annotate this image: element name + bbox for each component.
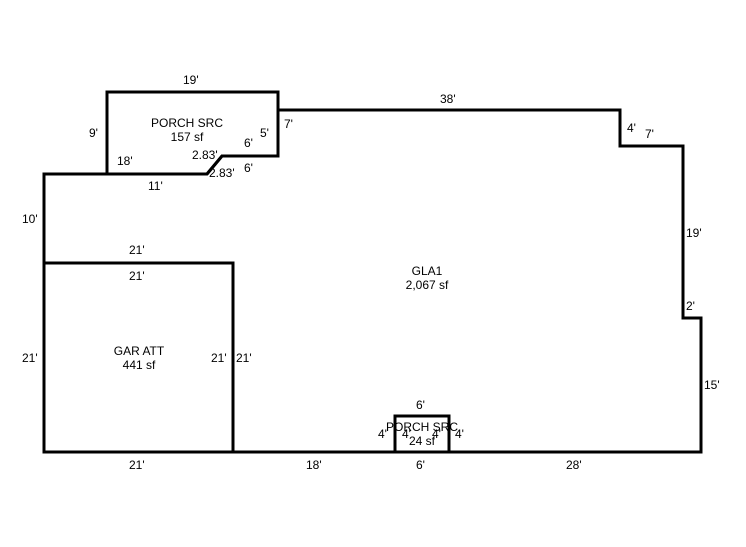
- dim-porch-top: 19': [183, 73, 199, 87]
- gla-name: GLA1: [412, 264, 443, 278]
- dim-bottom-right: 28': [566, 458, 582, 472]
- garage-outline: [44, 261, 235, 452]
- dim-gar-right-in: 21': [211, 351, 227, 365]
- garage-name: GAR ATT: [114, 344, 165, 358]
- dim-right-step: 2': [686, 299, 695, 313]
- dim-notch-v: 4': [627, 121, 636, 135]
- porch-bottom-size: 24 sf: [409, 434, 436, 448]
- porch-top-size: 157 sf: [171, 130, 204, 144]
- dim-porch-step-v: 6': [244, 136, 253, 150]
- dim-porch-left: 9': [89, 126, 98, 140]
- porch-bottom-outline: [393, 414, 451, 452]
- dim-porch-bottom: 18': [117, 154, 133, 168]
- dim-porch2-left-out: 4': [378, 427, 387, 441]
- dim-bottom-mid: 18': [306, 458, 322, 472]
- dim-gar-top-in: 21': [129, 269, 145, 283]
- dim-gla-step-v: 6': [244, 161, 253, 175]
- garage-size: 441 sf: [123, 358, 156, 372]
- dim-gar-right-out: 21': [236, 351, 252, 365]
- gla-size: 2,067 sf: [406, 278, 449, 292]
- dim-porch2-left-in: 4': [402, 427, 411, 441]
- dim-gar-bottom: 21': [129, 458, 145, 472]
- porch-top-outline: [105, 90, 280, 175]
- dim-porch2-bottom: 6': [416, 458, 425, 472]
- dim-porch-diag: 2.83': [192, 148, 218, 162]
- dim-right-lower: 15': [704, 378, 720, 392]
- dim-notch-h: 7': [645, 127, 654, 141]
- dim-porch2-right-in: 4': [432, 427, 441, 441]
- dim-gla-step-top: 7': [284, 117, 293, 131]
- dim-gar-top-out: 21': [129, 243, 145, 257]
- dim-gla-left: 10': [22, 212, 38, 226]
- dim-gla-diag: 2.83': [209, 166, 235, 180]
- dim-porch2-top: 6': [416, 398, 425, 412]
- dim-gla-top: 38': [440, 92, 456, 106]
- dim-gla-upper-left: 11': [148, 179, 163, 193]
- porch-top-name: PORCH SRC: [151, 116, 223, 130]
- porch-bottom-name: PORCH SRC: [386, 420, 458, 434]
- dim-porch2-right-out: 4': [455, 427, 464, 441]
- dim-gar-left: 21': [22, 351, 38, 365]
- dim-right-upper: 19': [686, 226, 702, 240]
- dim-porch-right: 5': [260, 126, 269, 140]
